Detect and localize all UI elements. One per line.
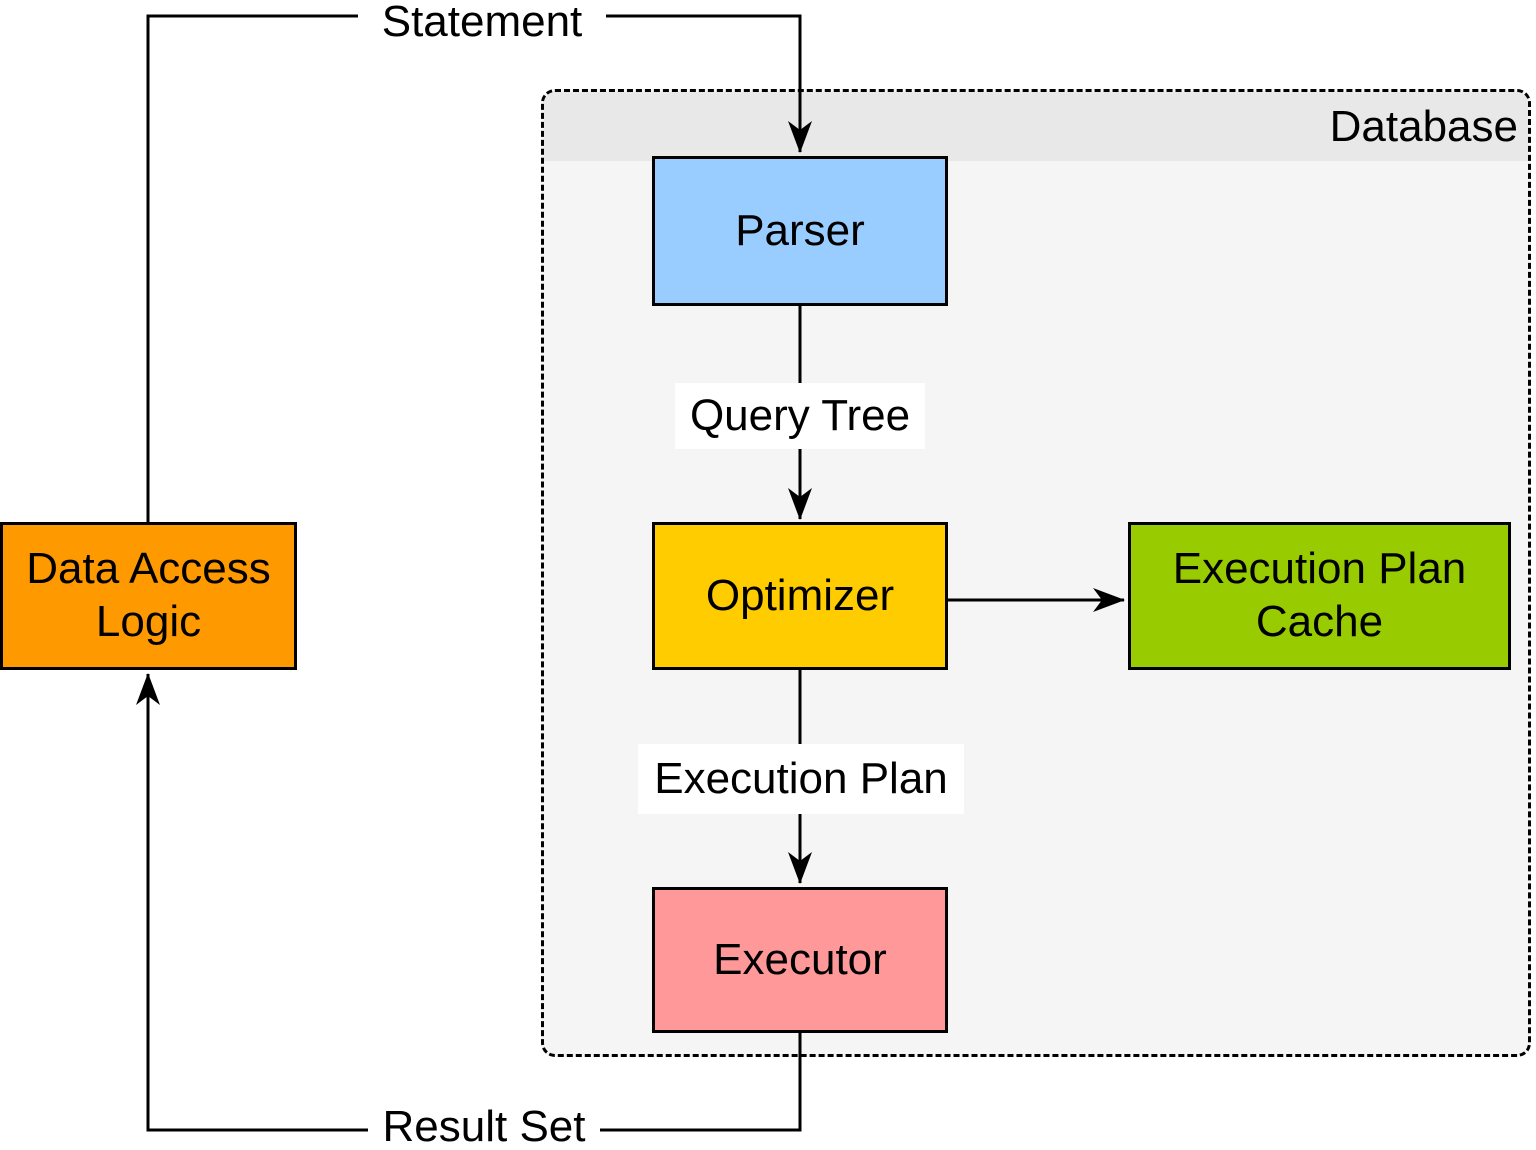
edge-label-execution-plan: Execution Plan — [638, 744, 964, 814]
node-parser-label: Parser — [735, 205, 865, 255]
node-data-access-logic-label: Data Access Logic — [26, 544, 271, 646]
node-optimizer-label: Optimizer — [705, 570, 895, 620]
node-execution-plan-cache-label: Execution Plan Cache — [1172, 544, 1467, 646]
edge-label-statement: Statement — [358, 0, 606, 46]
edge-label-result-set: Result Set — [368, 1102, 600, 1150]
node-execution-plan-cache: Execution Plan Cache — [1128, 522, 1511, 670]
node-executor-label: Executor — [713, 934, 887, 984]
node-optimizer: Optimizer — [652, 522, 948, 670]
node-data-access-logic: Data Access Logic — [0, 522, 297, 670]
database-header: Database — [544, 92, 1528, 161]
node-parser: Parser — [652, 156, 948, 306]
database-title: Database — [1329, 101, 1518, 151]
node-executor: Executor — [652, 887, 948, 1033]
edge-label-query-tree: Query Tree — [675, 383, 925, 449]
